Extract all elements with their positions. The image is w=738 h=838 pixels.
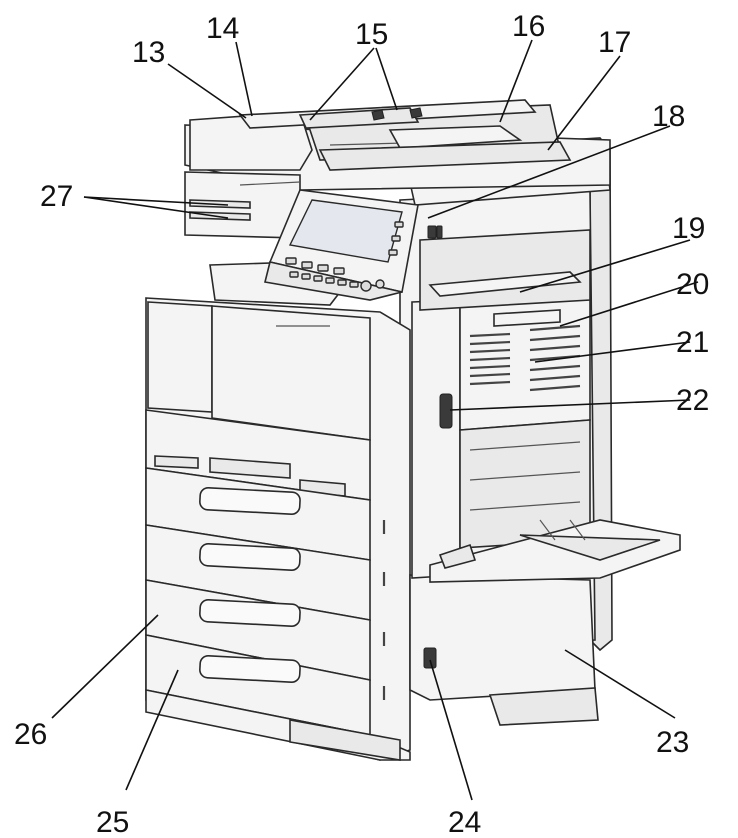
callout-19: 19 [672,212,705,245]
control-panel [264,189,419,301]
copier-illustration [145,99,681,761]
callout-17: 17 [598,26,631,59]
callout-14: 14 [206,12,239,45]
panel-keys [285,221,404,292]
side-door-release-lever [439,393,453,429]
callout-18: 18 [652,100,685,133]
callout-24: 24 [448,806,481,838]
lower-right-cover [409,574,596,701]
leader-lines [51,39,699,801]
callout-15: 15 [355,18,388,51]
paper-tray-3 [145,524,371,621]
callout-25: 25 [96,806,129,838]
callout-21: 21 [676,326,709,359]
tray-handle [199,599,301,627]
callout-16: 16 [512,10,545,43]
tray-handle [199,543,301,571]
tray-handle [199,655,301,683]
front-door [147,301,213,413]
output-tray [419,229,591,327]
callout-labels: 13 14 15 16 17 18 19 20 21 22 23 24 25 2… [14,10,709,838]
callout-20: 20 [676,268,709,301]
document-feeder [189,99,572,171]
callout-27: 27 [40,180,73,213]
callout-22: 22 [676,384,709,417]
lower-lever [423,647,437,669]
paper-tray-5 [145,634,371,736]
callout-13: 13 [132,36,165,69]
touch-panel-screen [288,199,403,263]
paper-tray-1 [145,409,371,501]
bypass-tray [429,519,681,583]
callout-26: 26 [14,718,47,751]
callout-23: 23 [656,726,689,759]
tray-handle [199,487,301,515]
main-power-switch [427,225,437,239]
